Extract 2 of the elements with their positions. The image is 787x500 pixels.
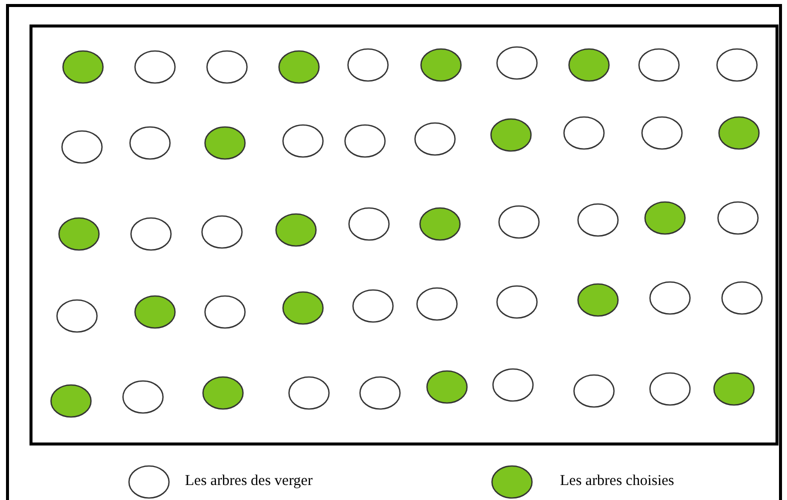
legend-label: Les arbres choisies xyxy=(560,473,674,490)
legend-label: Les arbres des verger xyxy=(185,473,313,490)
